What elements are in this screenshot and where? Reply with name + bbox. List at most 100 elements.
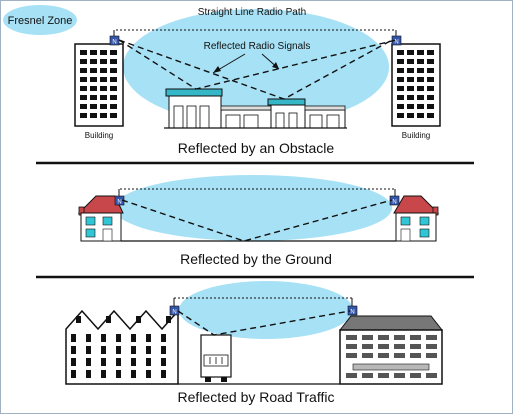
window: [410, 344, 421, 349]
window: [161, 358, 166, 366]
window: [427, 104, 434, 109]
window: [71, 334, 76, 342]
panel-obstacle: Building Building N N: [74, 7, 441, 156]
window: [407, 59, 414, 64]
window: [397, 95, 404, 100]
svg-text:N: N: [172, 310, 176, 316]
window: [427, 50, 434, 55]
window: [397, 113, 404, 118]
straight-path-2: [118, 188, 396, 196]
window: [90, 95, 97, 100]
window: [427, 59, 434, 64]
window: [394, 344, 405, 349]
window: [417, 86, 424, 91]
window: [110, 77, 117, 82]
window: [101, 334, 106, 342]
window: [362, 353, 373, 358]
window: [426, 373, 437, 378]
window: [378, 344, 389, 349]
window: [407, 113, 414, 118]
window: [110, 86, 117, 91]
window: [80, 104, 87, 109]
window: [90, 104, 97, 109]
window: [90, 68, 97, 73]
window: [362, 344, 373, 349]
window: [397, 59, 404, 64]
window: [80, 59, 87, 64]
reflected-signals-label: Reflected Radio Signals: [204, 41, 311, 52]
window: [80, 113, 87, 118]
panel-ground: N N Reflected by the Ground: [77, 175, 440, 267]
window: [106, 316, 111, 323]
building-right: [391, 43, 441, 127]
window: [100, 113, 107, 118]
window: [346, 353, 357, 358]
reflected-path-1b: [118, 39, 393, 100]
window: [71, 346, 76, 354]
reflected-path-2: [121, 199, 393, 242]
window: [131, 346, 136, 354]
window: [417, 104, 424, 109]
svg-text:N: N: [117, 200, 121, 206]
window: [116, 370, 121, 378]
window: [394, 335, 405, 340]
window: [100, 86, 107, 91]
window: [90, 50, 97, 55]
window: [100, 68, 107, 73]
window: [71, 370, 76, 378]
window: [80, 68, 87, 73]
window: [131, 370, 136, 378]
svg-text:N: N: [394, 40, 398, 46]
panel-road-traffic: N N Reflected by Road Traffic: [65, 281, 444, 405]
window: [100, 77, 107, 82]
svg-text:N: N: [350, 310, 354, 316]
window: [110, 113, 117, 118]
window: [110, 50, 117, 55]
window: [427, 95, 434, 100]
window: [100, 59, 107, 64]
window: [407, 68, 414, 73]
straight-path-label: Straight Line Radio Path: [198, 7, 306, 18]
obstacle-buildings: [164, 88, 347, 129]
window: [426, 344, 437, 349]
window: [90, 59, 97, 64]
window: [397, 50, 404, 55]
window: [116, 346, 121, 354]
window: [101, 358, 106, 366]
window: [346, 373, 357, 378]
window: [397, 86, 404, 91]
building-right-label: Building: [402, 131, 430, 140]
truck: [200, 334, 232, 382]
window: [394, 373, 405, 378]
fresnel-zone-ellipse-3: [179, 281, 353, 339]
window: [346, 344, 357, 349]
caption-ground: Reflected by the Ground: [180, 251, 332, 267]
window: [394, 353, 405, 358]
house-left: [77, 195, 124, 242]
window: [80, 95, 87, 100]
window: [90, 113, 97, 118]
window: [161, 370, 166, 378]
svg-text:N: N: [392, 200, 396, 206]
window: [410, 335, 421, 340]
window: [86, 358, 91, 366]
window: [427, 68, 434, 73]
building-left: [74, 43, 124, 127]
window: [90, 86, 97, 91]
window: [378, 373, 389, 378]
window: [101, 346, 106, 354]
reflected-path-3: [177, 310, 351, 336]
window: [110, 59, 117, 64]
legend-swatch: [3, 5, 77, 35]
callout-arrows: [212, 53, 280, 74]
window: [417, 59, 424, 64]
window: [146, 346, 151, 354]
window: [407, 77, 414, 82]
window: [417, 68, 424, 73]
window: [86, 334, 91, 342]
window: [417, 77, 424, 82]
window: [100, 50, 107, 55]
fresnel-zone-ellipse-2: [114, 175, 392, 241]
window: [161, 346, 166, 354]
